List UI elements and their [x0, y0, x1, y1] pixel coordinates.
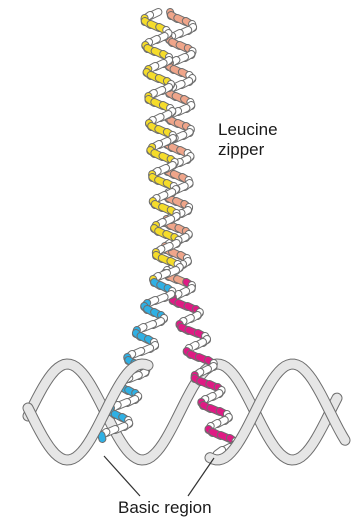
leucine-zipper-label: Leucine zipper — [218, 120, 278, 160]
dna-back-strands — [28, 364, 337, 460]
leucine-label-line1: Leucine — [218, 120, 278, 140]
dna-front-strands — [28, 364, 345, 460]
basic-region-label: Basic region — [118, 498, 212, 518]
basic-region-pointer-lines — [104, 456, 214, 496]
left-helix-ribbon — [101, 435, 102, 439]
pointer-line-right — [188, 458, 214, 496]
leucine-label-line2: zipper — [218, 140, 278, 160]
dna-strand-back — [28, 364, 337, 460]
